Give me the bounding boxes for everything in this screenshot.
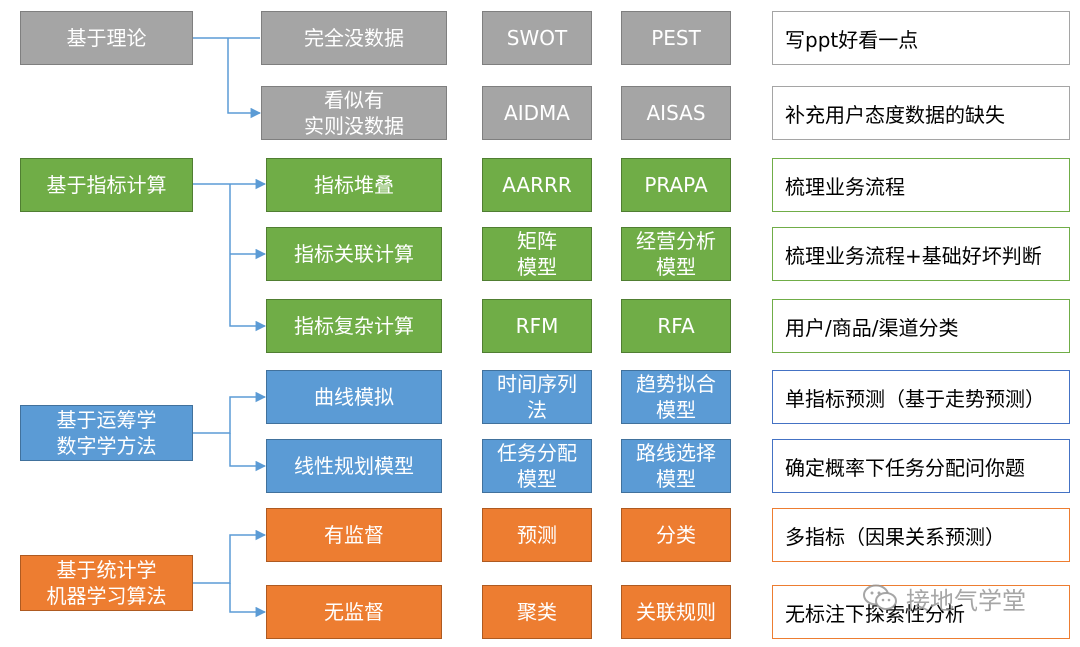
method-metric-relation: 指标关联计算 bbox=[266, 227, 442, 281]
method-no-data: 完全没数据 bbox=[261, 11, 447, 65]
model-aisas: AISAS bbox=[621, 86, 731, 140]
model-time-series: 时间序列 法 bbox=[482, 370, 592, 424]
note-process-judgement: 梳理业务流程+基础好坏判断 bbox=[772, 227, 1070, 281]
note-exploratory: 无标注下探索性分析 bbox=[772, 585, 1070, 639]
model-matrix: 矩阵 模型 bbox=[482, 227, 592, 281]
note-classification: 用户/商品/渠道分类 bbox=[772, 299, 1070, 353]
note-single-metric: 单指标预测（基于走势预测） bbox=[772, 370, 1070, 424]
model-business-analysis: 经营分析 模型 bbox=[621, 227, 731, 281]
method-unsupervised: 无监督 bbox=[266, 585, 442, 639]
method-linear-programming: 线性规划模型 bbox=[266, 439, 442, 493]
category-statistical-ml: 基于统计学 机器学习算法 bbox=[20, 555, 193, 611]
model-clustering: 聚类 bbox=[482, 585, 592, 639]
watermark-text: 接地气学堂 bbox=[906, 586, 1026, 615]
model-classification: 分类 bbox=[621, 508, 731, 562]
method-curve-fit: 曲线模拟 bbox=[266, 370, 442, 424]
note-multi-metric: 多指标（因果关系预测） bbox=[772, 508, 1070, 562]
method-supervised: 有监督 bbox=[266, 508, 442, 562]
connector-theory-branch bbox=[227, 38, 262, 119]
model-aarrr: AARRR bbox=[482, 158, 592, 212]
note-task-allocation: 确定概率下任务分配问你题 bbox=[772, 439, 1070, 493]
model-swot: SWOT bbox=[482, 11, 592, 65]
method-seemingly-data: 看似有 实则没数据 bbox=[261, 86, 447, 140]
model-prediction: 预测 bbox=[482, 508, 592, 562]
model-prapa: PRAPA bbox=[621, 158, 731, 212]
method-metric-complex: 指标复杂计算 bbox=[266, 299, 442, 353]
note-attitude-data: 补充用户态度数据的缺失 bbox=[772, 86, 1070, 140]
model-aidma: AIDMA bbox=[482, 86, 592, 140]
model-rfa: RFA bbox=[621, 299, 731, 353]
model-pest: PEST bbox=[621, 11, 731, 65]
connector-ml bbox=[193, 529, 267, 584]
model-route-selection: 路线选择 模型 bbox=[621, 439, 731, 493]
note-ppt: 写ppt好看一点 bbox=[772, 11, 1070, 65]
wechat-icon bbox=[863, 584, 897, 610]
method-metric-stack: 指标堆叠 bbox=[266, 158, 442, 212]
model-trend-fit: 趋势拟合 模型 bbox=[621, 370, 731, 424]
connector-or-branch bbox=[229, 433, 267, 472]
category-theory: 基于理论 bbox=[20, 11, 193, 65]
connector-ml-branch bbox=[229, 583, 267, 618]
model-rfm: RFM bbox=[482, 299, 592, 353]
category-metric-calc: 基于指标计算 bbox=[20, 158, 193, 212]
model-task-allocation: 任务分配 模型 bbox=[482, 439, 592, 493]
model-association-rules: 关联规则 bbox=[621, 585, 731, 639]
connector-or bbox=[193, 391, 267, 434]
category-operations-research: 基于运筹学 数字学方法 bbox=[20, 405, 193, 461]
connector-metric-branch bbox=[229, 184, 267, 332]
watermark: 接地气学堂 bbox=[862, 578, 1026, 618]
note-business-process: 梳理业务流程 bbox=[772, 158, 1070, 212]
